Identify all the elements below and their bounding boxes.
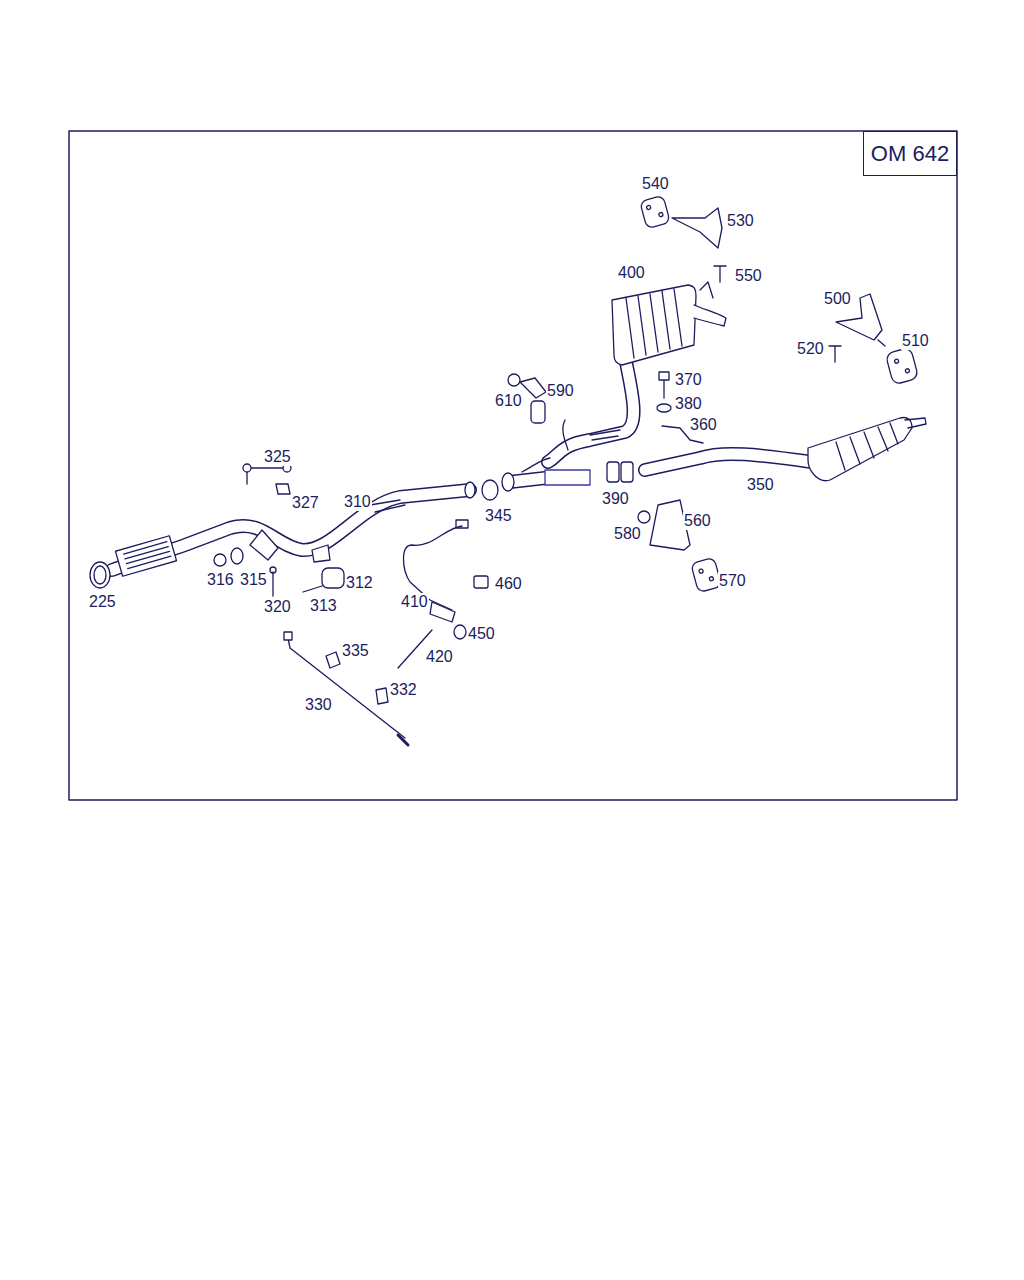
callout-number: 510 <box>901 332 930 350</box>
callout-number: 610 <box>494 392 523 410</box>
engine-code-box: OM 642 <box>863 131 957 176</box>
callout-number: 312 <box>345 574 374 592</box>
callout-number: 570 <box>718 572 747 590</box>
callout-number: 350 <box>746 476 775 494</box>
callout-number: 360 <box>689 416 718 434</box>
callout-number: 400 <box>617 264 646 282</box>
callout-number: 590 <box>546 382 575 400</box>
callout-number: 520 <box>796 340 825 358</box>
callout-number: 320 <box>263 598 292 616</box>
callout-number: 316 <box>206 571 235 589</box>
callout-number: 550 <box>734 267 763 285</box>
callout-number: 327 <box>291 494 320 512</box>
callout-number: 460 <box>494 575 523 593</box>
callout-number: 310 <box>343 493 372 511</box>
callout-number: 530 <box>726 212 755 230</box>
callout-number: 330 <box>304 696 333 714</box>
callout-number: 390 <box>601 490 630 508</box>
callout-number: 315 <box>239 571 268 589</box>
engine-code: OM 642 <box>871 141 949 167</box>
callout-number: 580 <box>613 525 642 543</box>
callout-number: 313 <box>309 597 338 615</box>
callout-number: 380 <box>674 395 703 413</box>
callout-number: 325 <box>263 448 292 466</box>
frame <box>69 131 957 800</box>
callout-number: 450 <box>467 625 496 643</box>
callout-number: 225 <box>88 593 117 611</box>
callout-number: 345 <box>484 507 513 525</box>
callout-number: 410 <box>400 593 429 611</box>
callout-number: 500 <box>823 290 852 308</box>
callout-number: 560 <box>683 512 712 530</box>
callout-number: 420 <box>425 648 454 666</box>
callout-number: 370 <box>674 371 703 389</box>
callout-number: 335 <box>341 642 370 660</box>
callout-number: 540 <box>641 175 670 193</box>
callout-number: 332 <box>389 681 418 699</box>
